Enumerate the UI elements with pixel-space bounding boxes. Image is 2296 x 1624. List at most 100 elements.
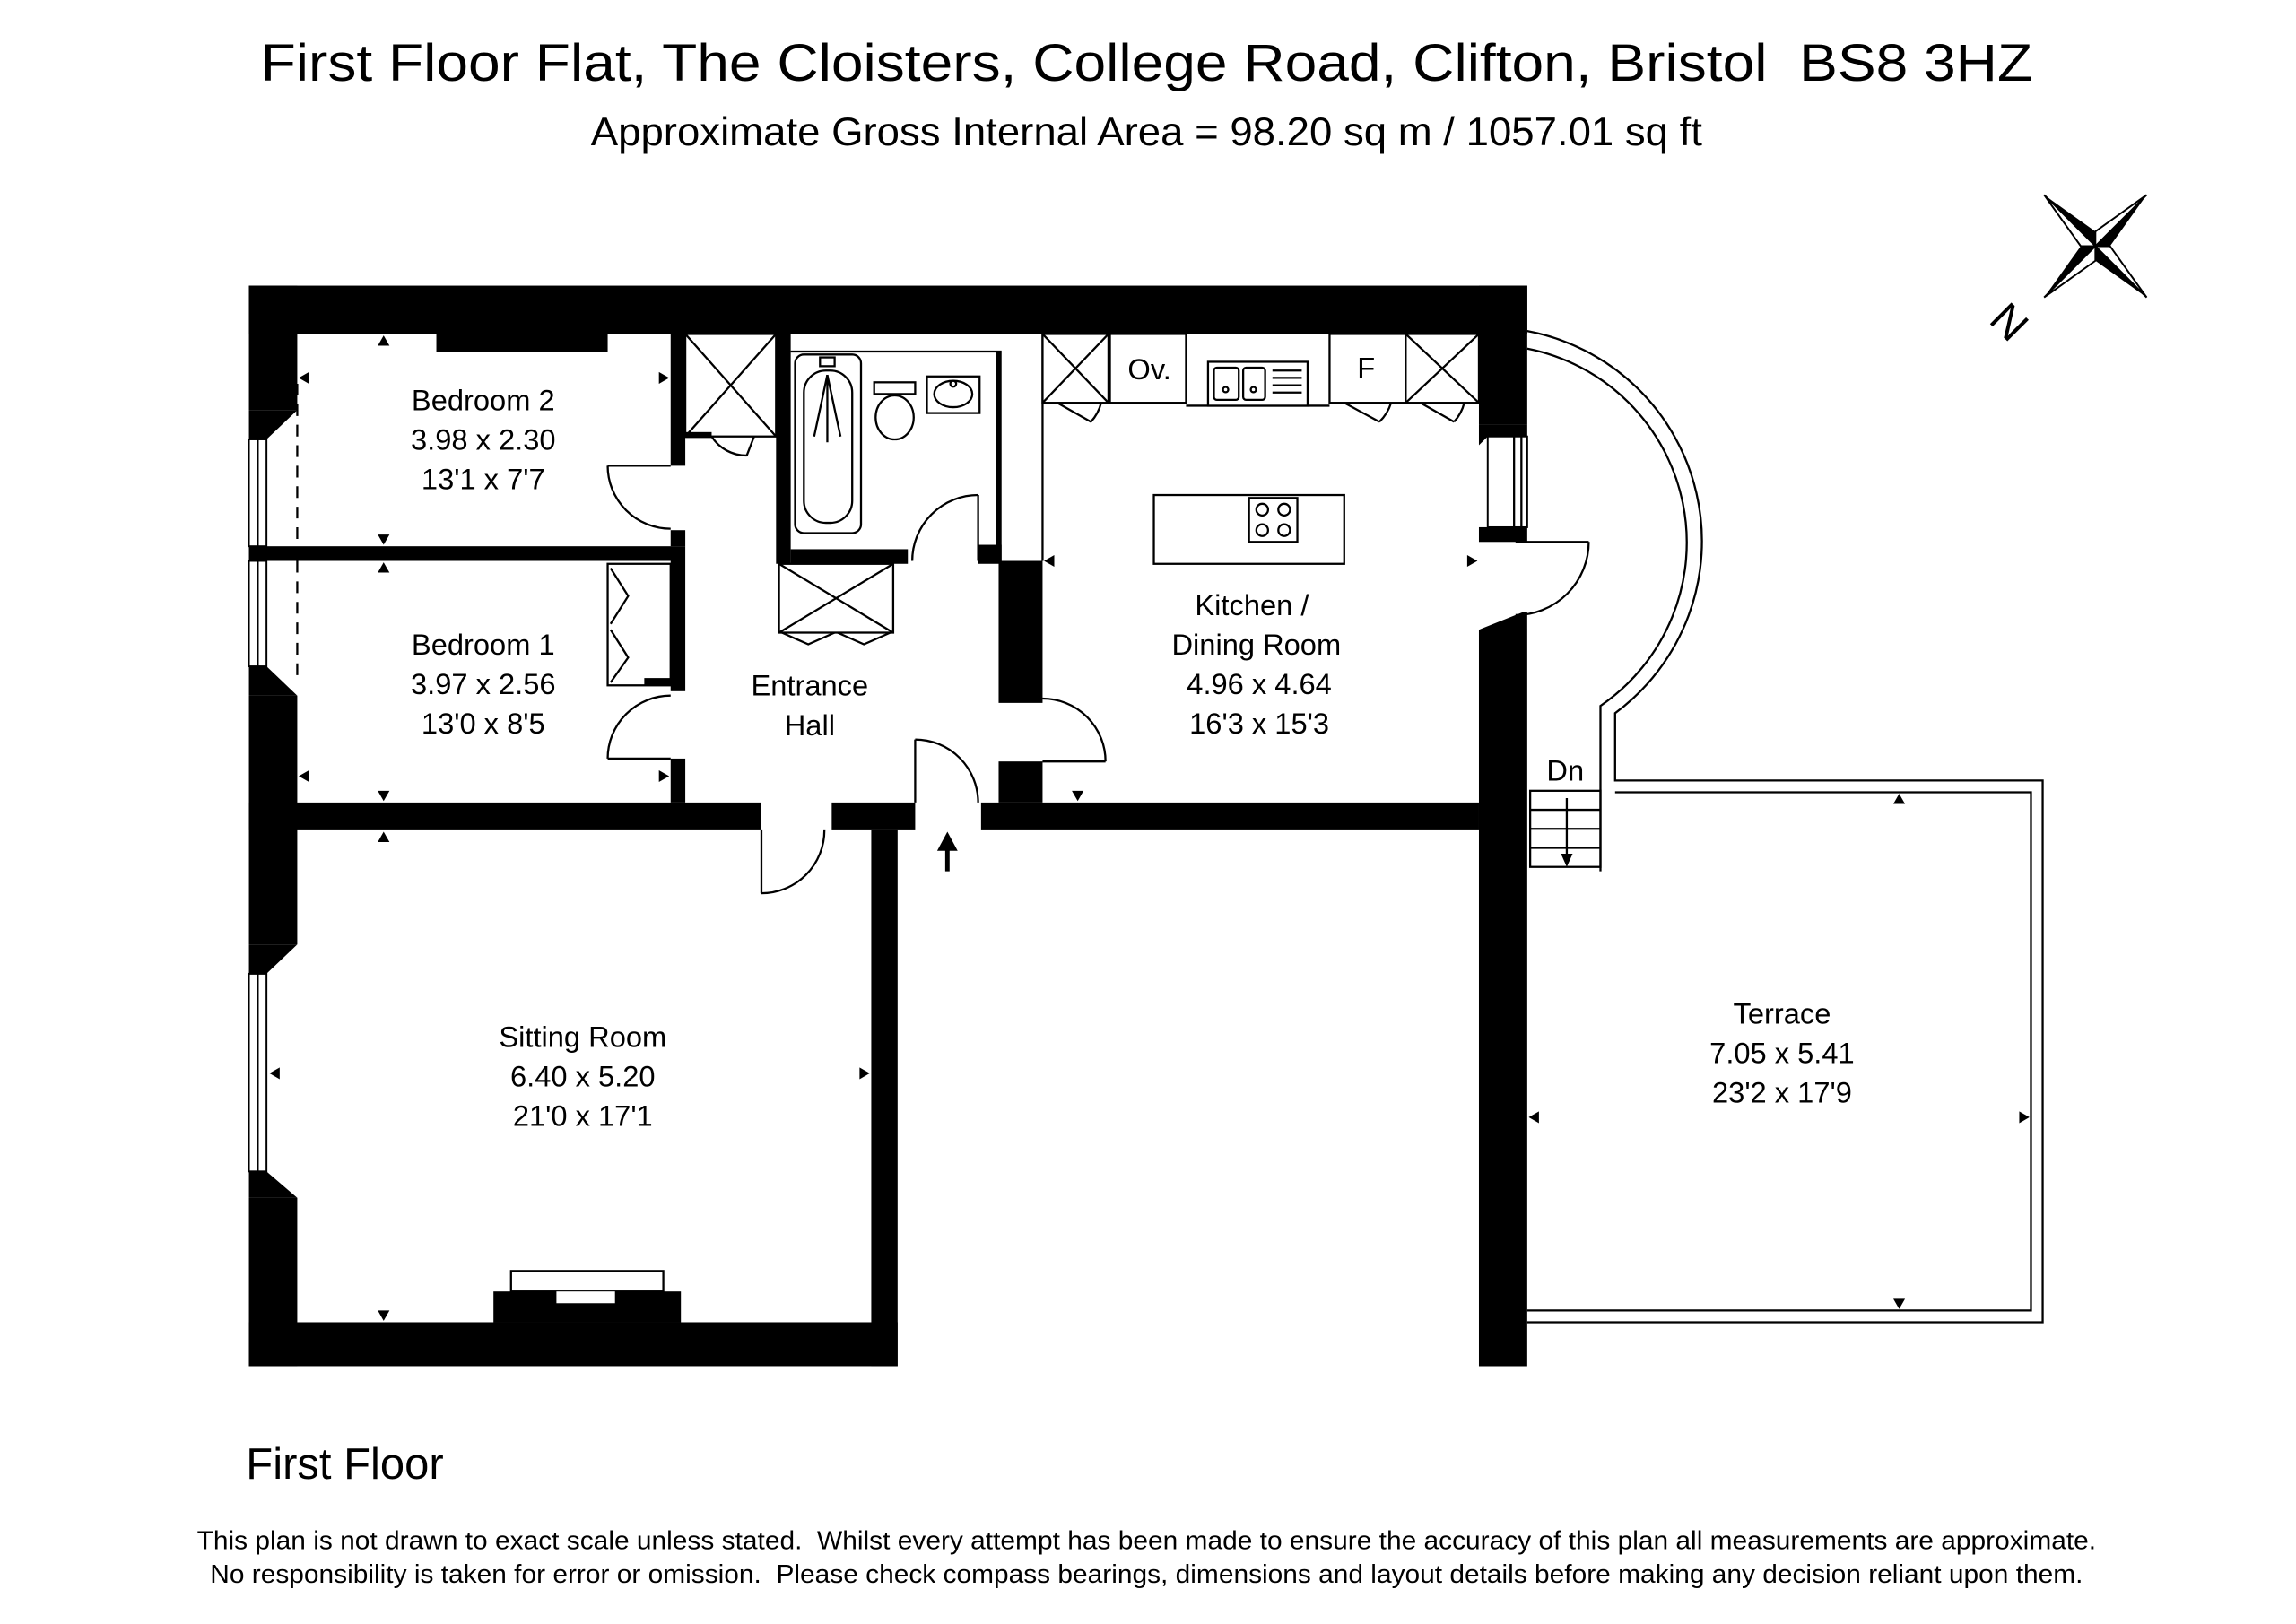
dimension-marker <box>378 831 390 842</box>
fireplace-icon <box>493 1270 682 1323</box>
fridge-door <box>1344 402 1380 423</box>
wall-bedroom-partition <box>248 546 686 561</box>
wall-hall-bottom <box>831 802 916 830</box>
dimension-marker <box>378 335 390 346</box>
dimension-marker <box>859 1067 870 1080</box>
wall-hall-kitchen <box>998 560 1043 703</box>
plan-title: First Floor Flat, The Cloisters, College… <box>261 34 2033 92</box>
balcony-outline <box>1526 330 2044 1324</box>
wall-bathroom-bottom <box>790 549 909 564</box>
fridge-door-arc <box>1378 402 1393 423</box>
door-sitting-room <box>760 829 826 895</box>
wall-sitting-room-bottom <box>248 1322 898 1367</box>
dimension-marker <box>1528 1111 1539 1124</box>
wall-bedroom-1-bottom <box>248 802 761 830</box>
dimension-marker <box>1893 1298 1906 1309</box>
wall-bathroom-left <box>776 334 791 564</box>
wall-hall-kitchen <box>998 761 1043 803</box>
toilet-icon <box>873 381 917 441</box>
hall-cupboard-bathroom <box>778 562 895 646</box>
dimension-marker <box>2019 1111 2030 1124</box>
door-bedroom-1 <box>606 694 671 760</box>
room-imperial: 13'1 x 7'7 <box>422 463 545 496</box>
room-entrance-hall: Entrance Hall <box>752 669 869 742</box>
room-metric: 3.97 x 2.56 <box>411 667 556 700</box>
wardrobe-bedroom-1 <box>606 562 672 687</box>
dimension-marker <box>378 562 390 573</box>
room-name: Sitting Room <box>499 1020 666 1054</box>
room-kitchen-dining: Kitchen / Dining Room 4.96 x 4.64 16'3 x… <box>1171 588 1341 740</box>
wall-hall-bedroom <box>670 758 686 803</box>
dimension-marker <box>269 1067 280 1080</box>
wall-chamfer <box>248 1171 298 1198</box>
door-balcony <box>1515 541 1590 617</box>
compass-star-icon <box>2043 194 2148 299</box>
disclaimer-line-2: No responsibility is taken for error or … <box>210 1560 2083 1589</box>
entrance-arrow-icon <box>936 831 958 872</box>
wall-hall-bedroom <box>670 560 686 691</box>
room-name: Entrance <box>752 669 869 702</box>
room-name: Bedroom 2 <box>412 383 555 416</box>
dimension-markers <box>269 335 2030 1321</box>
fridge-label: F <box>1357 351 1375 384</box>
room-imperial: 13'0 x 8'5 <box>422 707 545 740</box>
hob-icon <box>1248 497 1299 543</box>
fridge-unit <box>1328 333 1407 404</box>
hall-cupboard-top <box>683 333 778 457</box>
room-imperial: 21'0 x 17'1 <box>513 1099 653 1133</box>
dimension-marker <box>299 371 309 384</box>
wall-hall-bedroom <box>670 334 686 466</box>
door-bedroom-2 <box>606 465 671 530</box>
room-name: Dining Room <box>1171 628 1341 661</box>
room-imperial: 16'3 x 15'3 <box>1189 707 1329 740</box>
wall-sitting-room-right <box>871 829 898 1367</box>
disclaimer-line-1: This plan is not drawn to exact scale un… <box>197 1527 2097 1556</box>
bath-icon <box>794 353 863 534</box>
room-imperial: 23'2 x 17'9 <box>1712 1076 1852 1109</box>
plan-subtitle: Approximate Gross Internal Area = 98.20 … <box>591 110 1702 154</box>
floor-label: First Floor <box>246 1440 443 1489</box>
room-name: Bedroom 1 <box>412 628 555 661</box>
room-name: Kitchen / <box>1195 588 1309 621</box>
kitchen-corner-cupboard-left <box>1041 333 1110 423</box>
walls <box>248 285 1528 1367</box>
oven-label: Ov. <box>1127 352 1170 386</box>
wall-chamfer <box>248 944 298 974</box>
room-metric: 4.96 x 4.64 <box>1187 667 1332 700</box>
wall-hall-bedroom <box>670 530 686 547</box>
wall-bathroom-right <box>996 352 1002 561</box>
door-bathroom <box>911 493 979 561</box>
dimension-marker <box>658 769 670 783</box>
wall-top <box>248 285 1527 334</box>
dimension-marker <box>299 769 309 783</box>
room-terrace: Terrace 7.05 x 5.41 23'2 x 17'9 <box>1709 996 1855 1108</box>
wall-chamfer <box>1478 424 1527 446</box>
room-bedroom-2: Bedroom 2 3.98 x 2.30 13'1 x 7'7 <box>411 383 556 495</box>
basin-icon <box>926 375 981 414</box>
door-kitchen <box>1042 697 1107 763</box>
sink-icon <box>1206 360 1309 407</box>
dimension-marker <box>1044 554 1055 568</box>
dimension-marker <box>378 790 390 802</box>
room-name: Terrace <box>1734 996 1831 1029</box>
dimension-marker <box>378 534 390 545</box>
kitchen-units: Ov. F <box>1041 333 1481 565</box>
wall-kitchen-right <box>1478 526 1527 543</box>
kitchen-island <box>1152 493 1345 565</box>
wall-chamfer <box>248 410 298 439</box>
room-name: Hall <box>785 708 835 742</box>
doors <box>606 465 1590 895</box>
room-metric: 7.05 x 5.41 <box>1709 1036 1855 1069</box>
arrow-down-icon <box>1561 854 1573 867</box>
dimension-marker <box>1466 554 1478 568</box>
wall-kitchen-bottom <box>980 802 1479 830</box>
wall-kitchen-right <box>1478 285 1527 425</box>
room-metric: 6.40 x 5.20 <box>510 1060 656 1093</box>
wall-bathroom-jamb <box>978 544 1002 564</box>
wall-kitchen-right <box>1478 612 1527 1367</box>
oven-unit <box>1109 333 1187 404</box>
dimension-marker <box>378 1310 390 1321</box>
door-entrance <box>914 738 979 803</box>
kitchen-corner-cupboard-right <box>1405 333 1481 423</box>
